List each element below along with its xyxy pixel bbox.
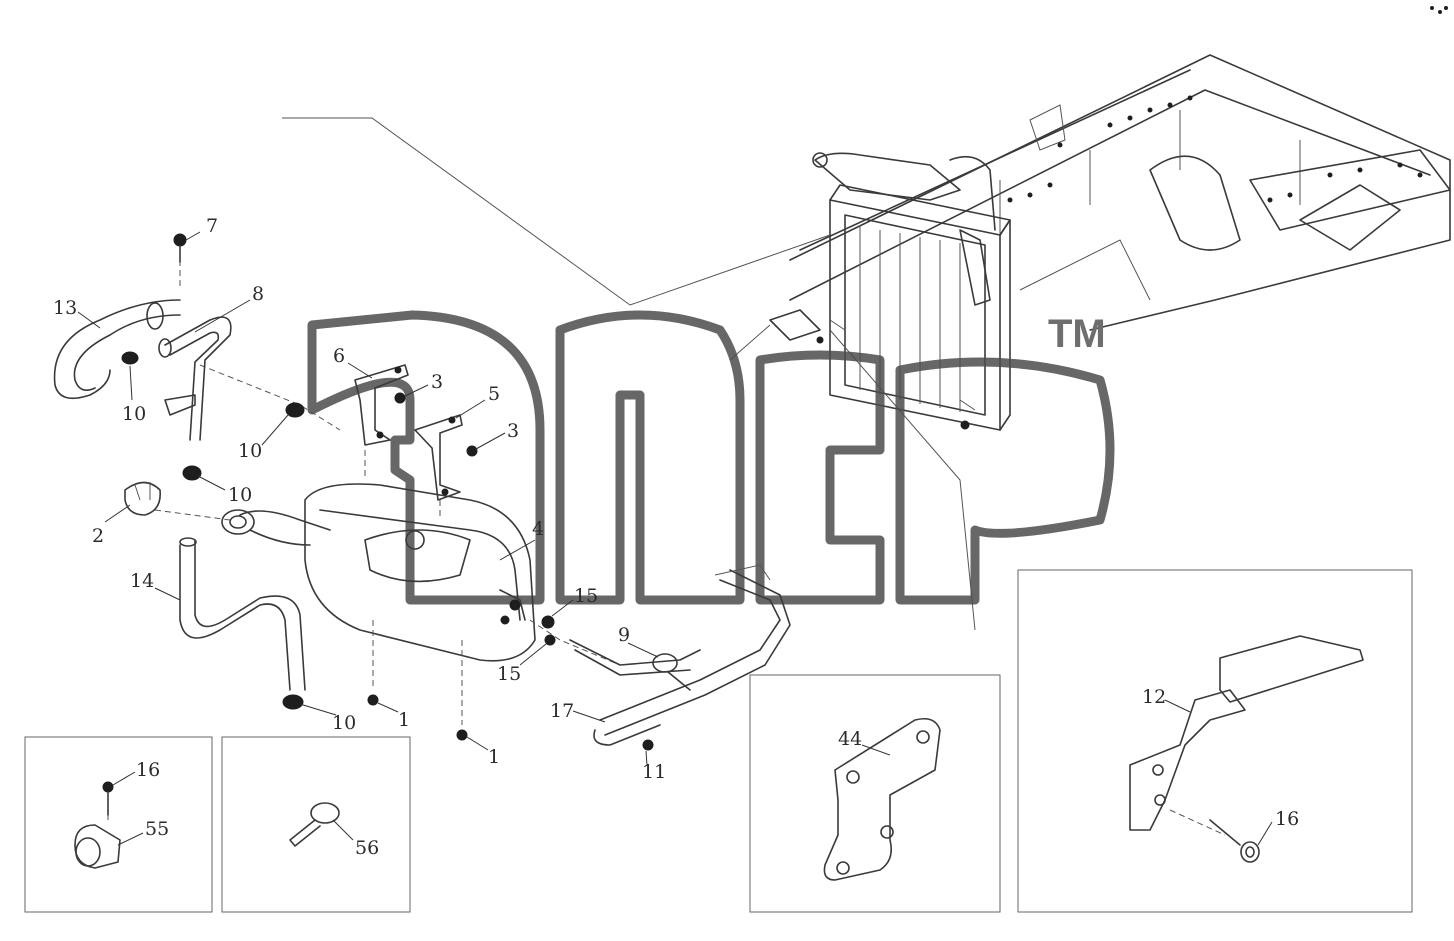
detail-box-56 xyxy=(221,736,411,913)
callout-3: 3 xyxy=(507,420,519,442)
hose-13 xyxy=(53,299,181,400)
callout-12: 12 xyxy=(1142,686,1166,708)
leader-lines xyxy=(77,231,1273,846)
bolt-1 xyxy=(367,694,468,741)
detail-box-12 xyxy=(1017,569,1413,913)
callout-1: 1 xyxy=(488,746,500,768)
callout-9: 9 xyxy=(618,624,630,646)
bolt-7 xyxy=(173,233,187,263)
hose-14 xyxy=(179,537,306,691)
clip-9 xyxy=(652,653,691,691)
callout-15: 15 xyxy=(574,585,598,607)
pipe-8 xyxy=(158,316,232,441)
callout-10: 10 xyxy=(122,403,146,425)
watermark-tm: TM xyxy=(1048,312,1106,356)
fitting-11 xyxy=(642,739,654,751)
cap-2 xyxy=(124,481,162,516)
callout-10: 10 xyxy=(228,484,252,506)
detail-box-55 xyxy=(24,736,213,913)
callout-10: 10 xyxy=(238,440,262,462)
corner-mark xyxy=(1430,6,1448,14)
nut-3 xyxy=(394,392,478,457)
callout-6: 6 xyxy=(333,345,345,367)
callout-44: 44 xyxy=(838,728,862,750)
callout-17: 17 xyxy=(550,700,574,722)
fitting-15 xyxy=(541,615,556,646)
callout-labels: 7 8 13 10 6 3 5 3 10 10 2 4 14 15 15 9 1… xyxy=(53,215,1299,859)
bracket-6 xyxy=(354,364,409,446)
callout-16: 16 xyxy=(1275,808,1299,830)
callout-4: 4 xyxy=(532,518,544,540)
chassis-frame xyxy=(789,54,1451,331)
watermark-logo: TM xyxy=(307,310,1115,605)
callout-16: 16 xyxy=(136,759,160,781)
callout-13: 13 xyxy=(53,297,77,319)
callout-56: 56 xyxy=(355,837,379,859)
callout-8: 8 xyxy=(252,283,264,305)
callout-10: 10 xyxy=(332,712,356,734)
callout-11: 11 xyxy=(642,761,666,783)
fuel-tank xyxy=(221,483,536,662)
callout-14: 14 xyxy=(130,570,154,592)
callout-1: 1 xyxy=(398,709,410,731)
callout-55: 55 xyxy=(145,818,169,840)
callout-5: 5 xyxy=(488,383,500,405)
callout-3: 3 xyxy=(431,371,443,393)
reference-lines xyxy=(282,117,976,631)
bracket-5 xyxy=(414,414,463,501)
callout-2: 2 xyxy=(92,525,104,547)
callout-15: 15 xyxy=(497,663,521,685)
callout-7: 7 xyxy=(206,215,218,237)
detail-box-44 xyxy=(749,674,1001,913)
clamp-10 xyxy=(121,351,305,710)
